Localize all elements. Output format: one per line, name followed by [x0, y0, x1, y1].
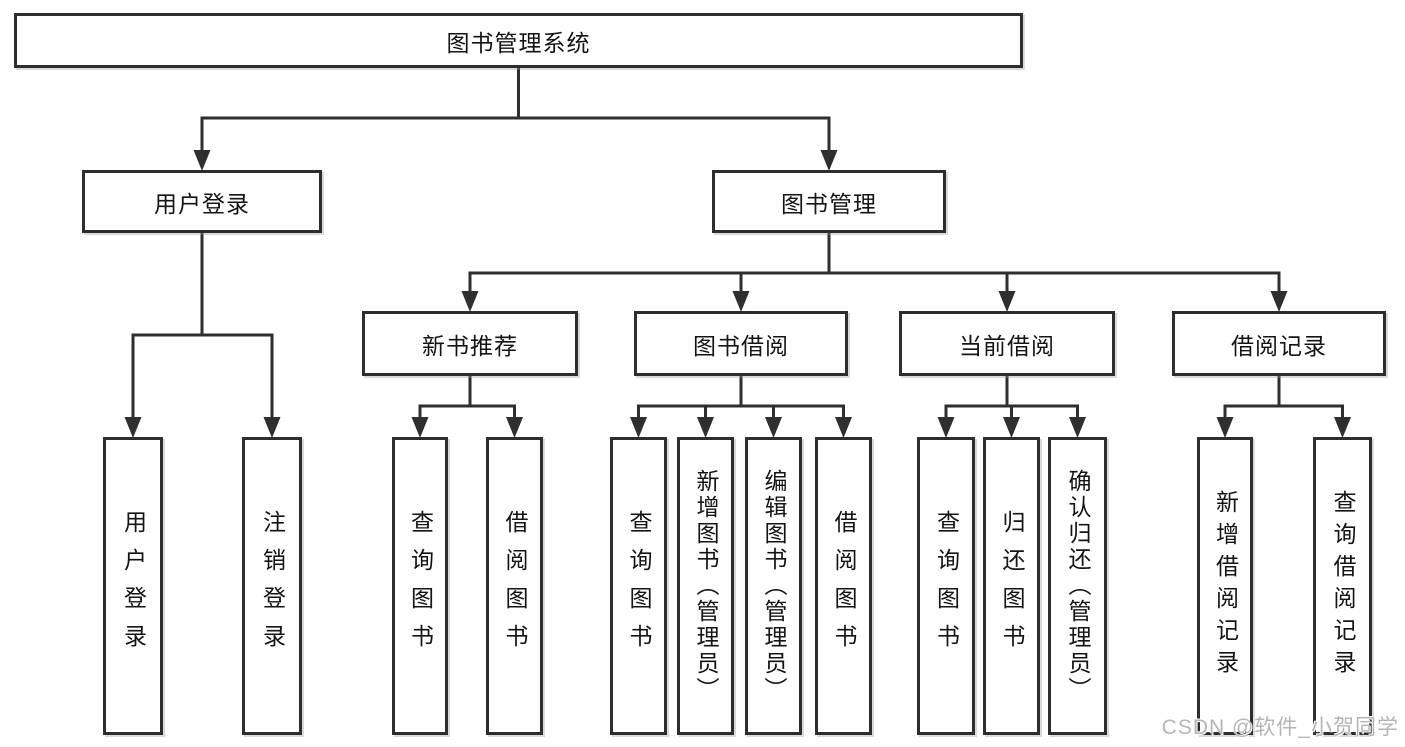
arrowhead-icon: [124, 417, 142, 438]
node-root: 图书管理系统: [14, 13, 1023, 68]
arrowhead-icon: [630, 417, 647, 438]
node-leaf-user-login: 用户登录: [103, 437, 163, 735]
node-label: 注销登录: [259, 510, 286, 662]
arrowhead-icon: [820, 150, 838, 171]
node-leaf-borrow-book-1: 借阅图书: [486, 437, 543, 735]
arrowhead-icon: [697, 417, 714, 438]
node-label: 图书管理系统: [446, 29, 591, 56]
arrowhead-icon: [732, 291, 750, 312]
node-label: 新增图书（管理员）: [693, 469, 719, 703]
arrowhead-icon: [1216, 417, 1234, 438]
node-leaf-borrow-book-2: 借阅图书: [815, 437, 872, 735]
arrowhead-icon: [1003, 417, 1020, 438]
node-leaf-query-book-2: 查询图书: [610, 437, 667, 735]
node-leaf-query-book-1: 查询图书: [392, 437, 448, 735]
node-new-book-rec: 新书推荐: [362, 311, 578, 376]
node-leaf-query-record: 查询借阅记录: [1313, 437, 1372, 735]
node-label: 图书借阅: [693, 332, 789, 359]
node-leaf-add-record: 新增借阅记录: [1197, 437, 1253, 735]
node-label: 查询图书: [407, 510, 434, 662]
node-book-mgmt: 图书管理: [712, 170, 946, 233]
node-leaf-confirm-return: 确认归还（管理员）: [1048, 437, 1107, 735]
arrowhead-icon: [835, 417, 852, 438]
arrowhead-icon: [411, 417, 429, 438]
node-label: 用户登录: [120, 510, 147, 662]
node-leaf-edit-book: 编辑图书（管理员）: [745, 437, 802, 735]
node-user-login: 用户登录: [82, 170, 322, 233]
node-label: 新书推荐: [422, 332, 518, 359]
node-current-borrow: 当前借阅: [899, 311, 1115, 376]
node-label: 图书管理: [781, 190, 877, 217]
arrowhead-icon: [937, 417, 955, 438]
node-label: 查询借阅记录: [1330, 490, 1356, 682]
arrowhead-icon: [1334, 417, 1351, 438]
node-label: 查询图书: [626, 510, 652, 662]
node-label: 借阅图书: [831, 510, 857, 662]
node-label: 新增借阅记录: [1212, 490, 1239, 682]
node-leaf-add-book: 新增图书（管理员）: [677, 437, 734, 735]
node-book-borrow: 图书借阅: [634, 311, 848, 376]
node-label: 借阅图书: [502, 510, 528, 662]
node-label: 归还图书: [999, 510, 1025, 662]
arrowhead-icon: [506, 417, 523, 438]
arrowhead-icon: [193, 150, 211, 171]
node-leaf-return-book: 归还图书: [983, 437, 1040, 735]
arrowhead-icon: [1069, 417, 1086, 438]
node-label: 借阅记录: [1231, 332, 1327, 359]
node-label: 用户登录: [154, 190, 250, 217]
node-label: 确认归还（管理员）: [1065, 469, 1091, 703]
node-label: 编辑图书（管理员）: [761, 469, 787, 703]
arrowhead-icon: [461, 291, 479, 312]
arrowhead-icon: [263, 417, 281, 438]
node-label: 当前借阅: [959, 332, 1055, 359]
node-leaf-query-book-3: 查询图书: [917, 437, 975, 735]
arrowhead-icon: [1270, 291, 1288, 312]
arrowhead-icon: [765, 417, 782, 438]
node-label: 查询图书: [933, 510, 960, 662]
node-leaf-logout: 注销登录: [242, 437, 302, 735]
node-borrow-records: 借阅记录: [1172, 311, 1386, 376]
arrowhead-icon: [998, 291, 1016, 312]
